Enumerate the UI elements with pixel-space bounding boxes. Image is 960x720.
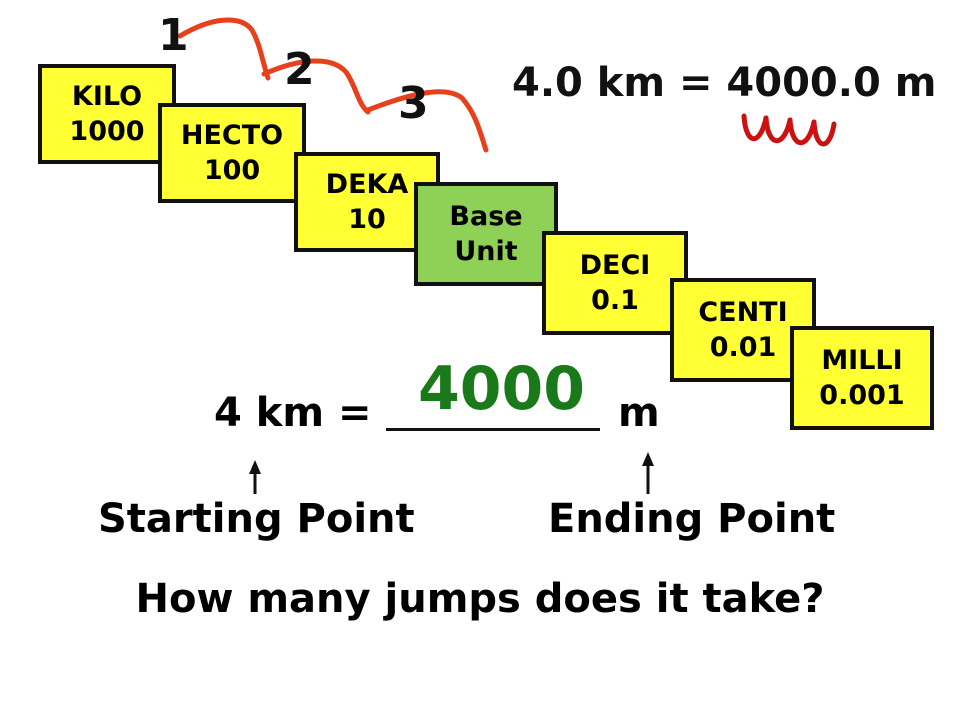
step-base-name: Base xyxy=(449,200,523,232)
step-milli-name: MILLI xyxy=(821,344,903,376)
start-arrow-head xyxy=(249,460,261,474)
step-deci-name: DECI xyxy=(579,249,651,281)
step-base-unit: Base Unit xyxy=(414,182,558,286)
step-milli-value: 0.001 xyxy=(819,380,905,411)
small-jump-arc-2 xyxy=(763,115,793,144)
step-centi-value: 0.01 xyxy=(709,332,777,363)
answer-value: 4000 xyxy=(418,354,585,424)
jump-number-1: 1 xyxy=(158,10,189,61)
step-kilo: KILO 1000 xyxy=(38,64,176,164)
step-deci-value: 0.1 xyxy=(591,285,639,316)
small-jump-arc-1 xyxy=(741,113,769,142)
step-deka-value: 10 xyxy=(348,204,386,235)
small-jump-arc-3 xyxy=(787,117,817,146)
jump-arc-1 xyxy=(177,17,271,81)
step-centi-name: CENTI xyxy=(698,296,788,328)
ending-point-label: Ending Point xyxy=(548,496,836,542)
step-deka-name: DEKA xyxy=(325,168,409,200)
jump-number-3: 3 xyxy=(398,78,429,129)
step-deci: DECI 0.1 xyxy=(542,231,688,335)
starting-point-label: Starting Point xyxy=(98,496,415,542)
conversion-equation: 4.0 km = 4000.0 m xyxy=(512,60,937,106)
step-milli: MILLI 0.001 xyxy=(790,326,934,430)
step-kilo-value: 1000 xyxy=(69,116,145,147)
step-hecto-name: HECTO xyxy=(180,119,284,151)
end-arrow-head xyxy=(642,452,654,466)
question-text: How many jumps does it take? xyxy=(135,576,825,622)
step-kilo-name: KILO xyxy=(71,80,143,112)
step-hecto-value: 100 xyxy=(203,155,261,186)
problem-lhs: 4 km = xyxy=(214,390,372,436)
answer-blank-line xyxy=(386,428,600,431)
problem-unit: m xyxy=(618,390,660,436)
step-hecto: HECTO 100 xyxy=(158,103,306,203)
small-jump-arc-4 xyxy=(811,119,837,147)
step-base-value: Unit xyxy=(454,236,518,267)
jump-number-2: 2 xyxy=(284,44,315,95)
